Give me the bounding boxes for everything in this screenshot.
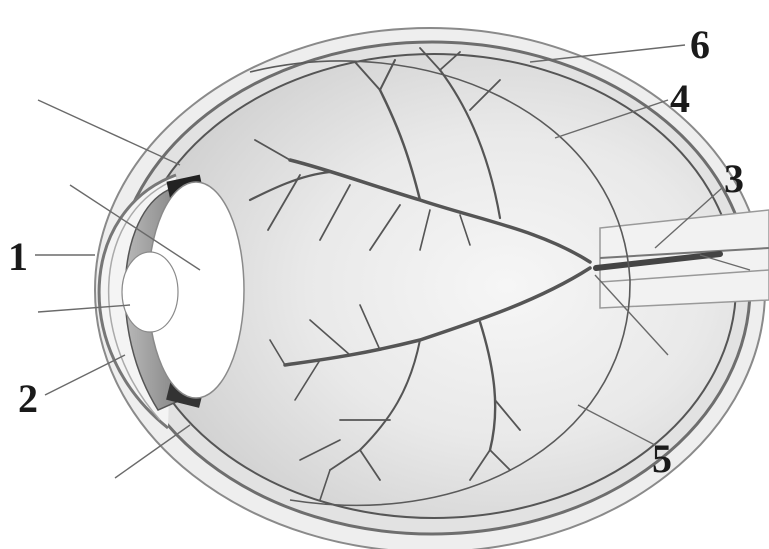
label-6: 6 bbox=[690, 22, 710, 67]
label-4: 4 bbox=[670, 76, 690, 121]
pupil bbox=[122, 252, 178, 332]
label-2: 2 bbox=[18, 376, 38, 421]
label-1: 1 bbox=[8, 234, 28, 279]
label-5: 5 bbox=[652, 436, 672, 481]
callout-1: 1 bbox=[8, 234, 95, 279]
label-3: 3 bbox=[724, 156, 744, 201]
